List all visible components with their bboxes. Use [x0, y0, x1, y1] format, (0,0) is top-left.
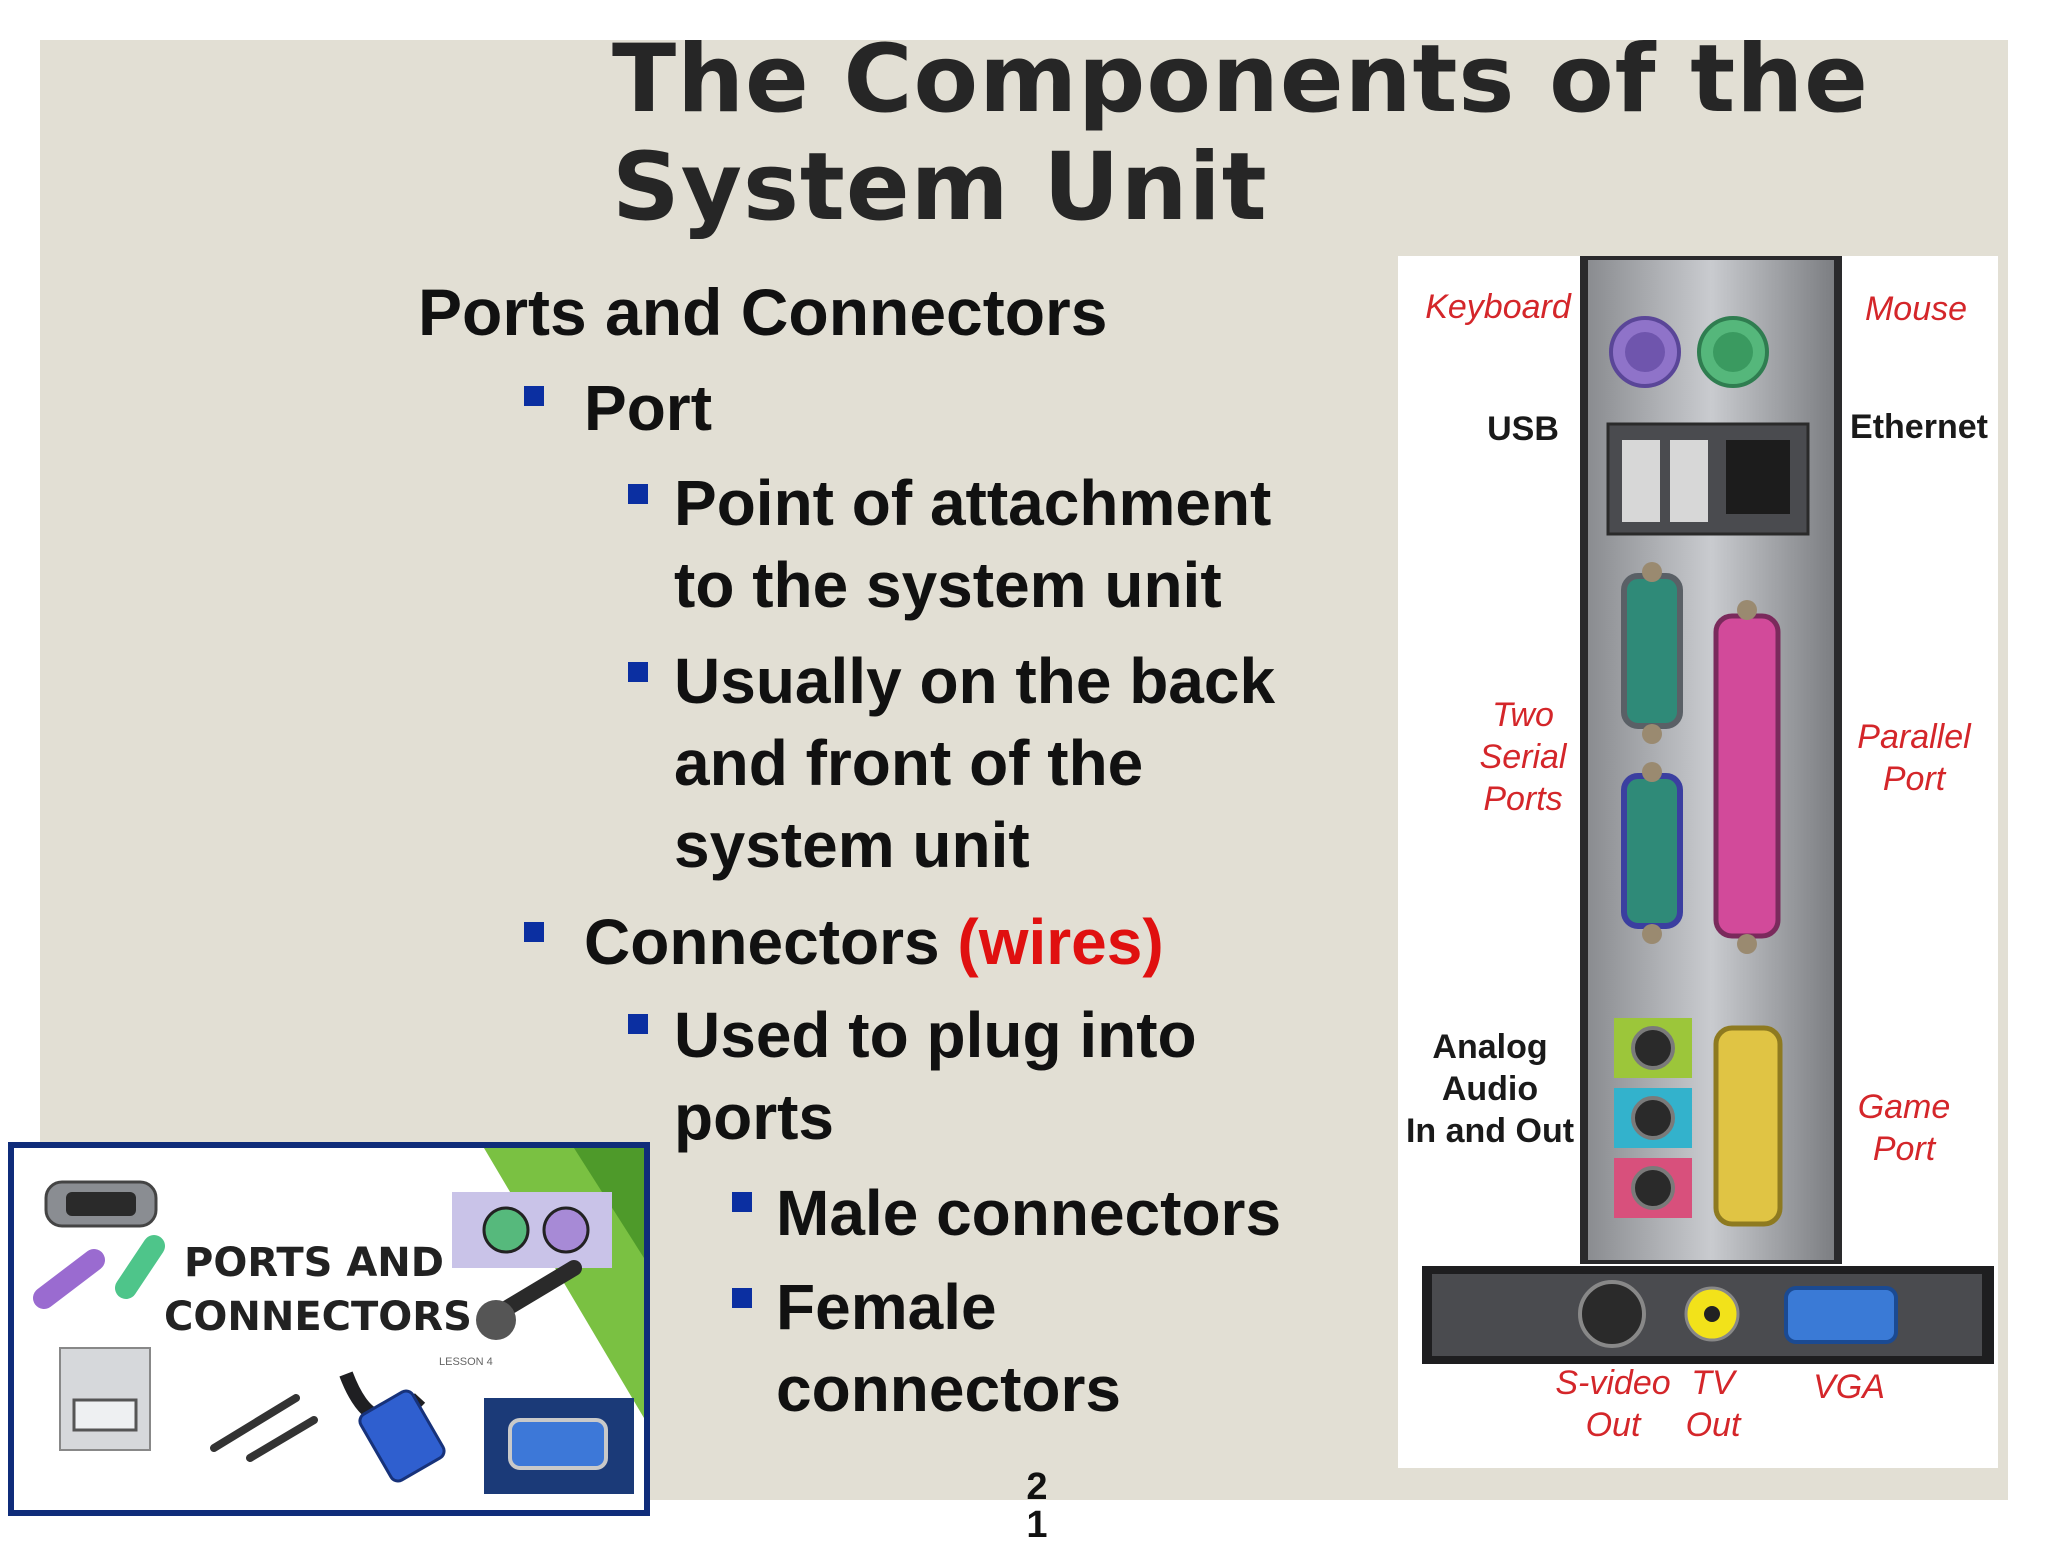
bullet-marker: [732, 1192, 752, 1212]
text-line: ports: [674, 1081, 834, 1153]
text-line: Game: [1857, 1088, 1951, 1126]
title-line-2: System Unit: [612, 133, 1268, 242]
text-line: Used to plug into: [674, 999, 1197, 1071]
bullet-marker: [732, 1288, 752, 1308]
text-line: Port: [1872, 1130, 1936, 1168]
bullet-female-connectors: Female connectors: [776, 1266, 1121, 1430]
text-line: Serial: [1479, 738, 1567, 776]
bullet-usually-on-back: Usually on the back and front of the sys…: [674, 640, 1275, 886]
bullet-port: Port: [584, 372, 712, 444]
ports-connectors-thumbnail: PORTS AND CONNECTORS LESSON 4: [8, 1142, 650, 1516]
bullet-used-to-plug: Used to plug into ports: [674, 994, 1197, 1158]
section-heading: Ports and Connectors: [418, 275, 1108, 349]
text-line: connectors: [776, 1353, 1121, 1425]
label-usb: USB: [1487, 410, 1559, 448]
bullet-marker: [524, 386, 544, 406]
title-line-1: The Components of the: [612, 25, 1869, 134]
text-line: In and Out: [1405, 1112, 1575, 1150]
back-panel-image: Keyboard Mouse USB Ethernet Two Serial P…: [1398, 256, 1998, 1468]
connectors-label: Connectors: [584, 906, 940, 978]
text-line: PORTS AND: [184, 1240, 444, 1286]
bullet-connectors: Connectors (wires): [584, 902, 1164, 982]
bullet-marker: [524, 922, 544, 942]
label-keyboard: Keyboard: [1425, 288, 1571, 326]
page-number-digit: 2: [1026, 1466, 1048, 1508]
label-tv-out: TV Out: [1668, 1362, 1758, 1446]
text-line: Ports: [1483, 780, 1563, 818]
text-line: Parallel: [1857, 718, 1971, 756]
bullet-marker: [628, 484, 648, 504]
text-line: Out: [1585, 1406, 1641, 1444]
thumbnail-subtitle: LESSON 4: [439, 1356, 493, 1368]
wires-highlight: (wires): [957, 906, 1164, 978]
text-line: Analog: [1432, 1028, 1548, 1066]
page-number-digit: 1: [1026, 1504, 1048, 1546]
text-line: Usually on the back: [674, 645, 1276, 717]
thumbnail-illustration: [33, 1148, 644, 1494]
text-line: to the system unit: [674, 549, 1222, 621]
label-game-port: Game Port: [1834, 1086, 1974, 1170]
text-line: TV: [1691, 1364, 1735, 1402]
text-line: Two: [1492, 696, 1554, 734]
bullet-marker: [628, 1014, 648, 1034]
label-svideo-out: S-video Out: [1548, 1362, 1678, 1446]
label-ethernet: Ethernet: [1850, 408, 1988, 446]
label-mouse: Mouse: [1864, 290, 1968, 328]
label-parallel-port: Parallel Port: [1844, 716, 1984, 800]
label-vga: VGA: [1813, 1368, 1885, 1406]
text-line: Female: [776, 1271, 997, 1343]
label-analog-audio: Analog Audio In and Out: [1402, 1026, 1578, 1152]
label-two-serial-ports: Two Serial Ports: [1468, 694, 1578, 820]
text-line: Out: [1685, 1406, 1741, 1444]
text-line: Audio: [1441, 1070, 1539, 1108]
text-line: Port: [1882, 760, 1946, 798]
back-panel-illustration: [1422, 256, 1994, 1364]
bullet-marker: [628, 662, 648, 682]
text-line: and front of the: [674, 727, 1144, 799]
slide-title: The Components of the System Unit: [612, 26, 2012, 242]
text-line: S-video: [1555, 1364, 1671, 1402]
text-line: CONNECTORS: [164, 1294, 472, 1340]
page-number: 2 1: [1022, 1468, 1052, 1544]
bullet-male-connectors: Male connectors: [776, 1177, 1282, 1249]
bullet-point-of-attachment: Point of attachment to the system unit: [674, 462, 1271, 626]
text-line: system unit: [674, 809, 1030, 881]
thumbnail-title: PORTS AND CONNECTORS: [164, 1236, 472, 1344]
text-line: Point of attachment: [674, 467, 1272, 539]
